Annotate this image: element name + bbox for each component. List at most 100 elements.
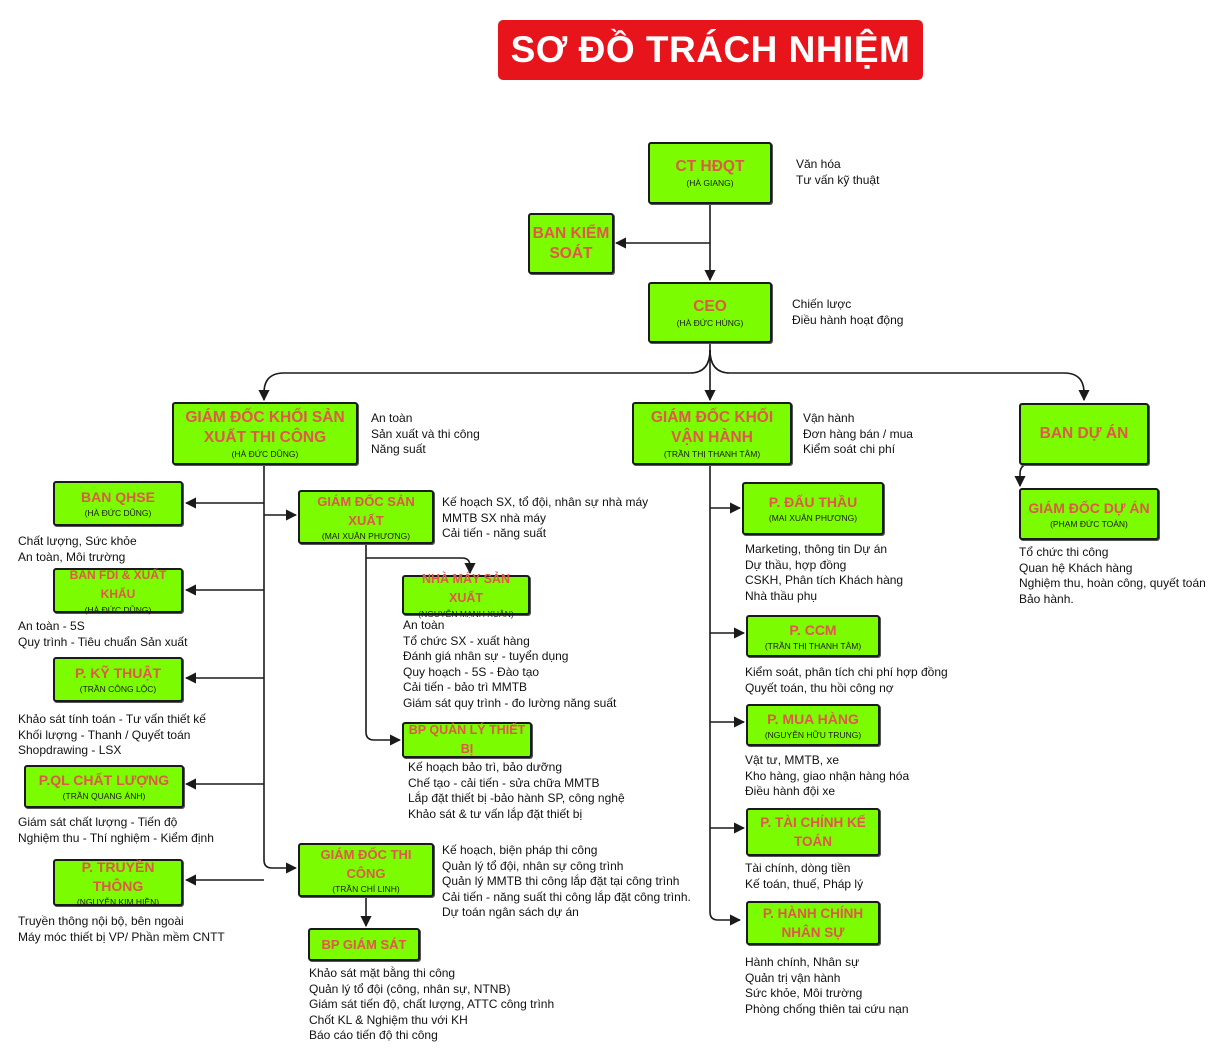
box-title: BAN DỰ ÁN bbox=[1039, 425, 1129, 442]
box-person: (NGUYỄN KIM HIỀN) bbox=[76, 896, 160, 907]
box-person: (HÀ GIANG) bbox=[686, 178, 734, 188]
note-line: Tư vấn kỹ thuật bbox=[796, 172, 880, 187]
box-bp-ql-thiet-bi[interactable]: BP QUẢN LÝ THIẾT BỊ bbox=[402, 722, 532, 758]
note-line: Kế hoạch, biện pháp thi công bbox=[442, 843, 598, 857]
note-line: Chất lượng, Sức khỏe bbox=[18, 534, 137, 548]
note-line: Kế toán, thuế, Pháp lý bbox=[745, 876, 864, 891]
note-line: Kiểm soát chi phí bbox=[803, 442, 896, 457]
note-line: Chiến lược bbox=[792, 297, 852, 311]
note-line: Quy hoạch - 5S - Đào tạo bbox=[403, 664, 540, 679]
note-line: CSKH, Phân tích Khách hàng bbox=[745, 573, 904, 588]
note-line: Chế tạo - cải tiến - sửa chữa MMTB bbox=[408, 775, 600, 790]
box-person: (PHẠM ĐỨC TOÀN) bbox=[1050, 518, 1128, 529]
note-line: Cải tiến - bảo trì MMTB bbox=[403, 680, 528, 695]
note-line: Khảo sát mặt bằng thi công bbox=[309, 966, 456, 980]
box-gd-du-an[interactable]: GIÁM ĐỐC DỰ ÁN (PHẠM ĐỨC TOÀN) bbox=[1019, 488, 1159, 540]
box-title: BP QUẢN LÝ THIẾT BỊ bbox=[408, 723, 526, 756]
notes-fdi: An toàn - 5S Quy trình - Tiêu chuẩn Sản … bbox=[18, 619, 187, 650]
notes-ccm: Kiểm soát, phân tích chi phí hợp đồng Qu… bbox=[745, 665, 948, 696]
note-line: Khối lượng - Thanh / Quyết toán bbox=[18, 727, 191, 742]
box-p-ky-thuat[interactable]: P. KỸ THUẬT (TRẦN CÔNG LỘC) bbox=[53, 657, 183, 702]
note-line: Đơn hàng bán / mua bbox=[803, 426, 913, 441]
notes-qlcl: Giám sát chất lượng - Tiến độ Nghiệm thu… bbox=[18, 815, 214, 846]
box-p-truyen-thong[interactable]: P. TRUYỀN THÔNG (NGUYỄN KIM HIỀN) bbox=[53, 858, 183, 907]
note-line: Giám sát tiến độ, chất lượng, ATTC công … bbox=[309, 997, 555, 1012]
box-title: CT HĐQT bbox=[675, 158, 745, 175]
box-title: P. TRUYỀN THÔNG bbox=[81, 858, 155, 894]
note-line: Hành chính, Nhân sự bbox=[745, 955, 860, 969]
note-line: Chốt KL & Nghiệm thu với KH bbox=[309, 1012, 468, 1027]
note-line: Quản lý tổ đội, nhân sự công trình bbox=[442, 858, 624, 873]
box-title: P. KỸ THUẬT bbox=[74, 665, 162, 681]
note-line: Cải tiến - năng suất thi công lắp đặt cô… bbox=[442, 889, 691, 904]
box-title: CEO bbox=[693, 297, 727, 315]
note-line: Đánh giá nhân sự - tuyển dụng bbox=[403, 649, 569, 664]
chart-title: SƠ ĐỒ TRÁCH NHIỆM bbox=[498, 20, 923, 80]
box-gd-khoi-vh[interactable]: GIÁM ĐỐC KHỐI VẬN HÀNH (TRẦN THỊ THANH T… bbox=[632, 402, 792, 465]
box-title: BAN QHSE bbox=[81, 489, 155, 505]
box-title: BAN KIỂM SOÁT bbox=[532, 224, 610, 262]
box-title: BAN FDI & XUẤT KHẨU bbox=[69, 567, 167, 601]
notes-nm: An toàn Tổ chức SX - xuất hàng Đánh giá … bbox=[403, 618, 616, 712]
box-title: GIÁM ĐỐC KHỐI VẬN HÀNH bbox=[650, 408, 774, 446]
box-p-mua-hang[interactable]: P. MUA HÀNG (NGUYỄN HỮU TRUNG) bbox=[746, 704, 880, 746]
note-line: Vận hành bbox=[803, 411, 855, 425]
note-line: Phòng chống thiên tai cứu nạn bbox=[745, 1001, 909, 1016]
notes-ceo: Chiến lược Điều hành hoạt động bbox=[792, 297, 903, 328]
notes-gdk-vh: Vận hành Đơn hàng bán / mua Kiểm soát ch… bbox=[803, 411, 913, 458]
box-p-ccm[interactable]: P. CCM (TRẦN THỊ THANH TÂM) bbox=[746, 615, 880, 657]
box-person: (TRẦN QUANG ÁNH) bbox=[62, 791, 146, 801]
box-person: (NGUYỄN MẠNH XUÂN) bbox=[418, 609, 514, 619]
box-p-ql-chat-luong[interactable]: P.QL CHẤT LƯỢNG (TRẦN QUANG ÁNH) bbox=[24, 765, 184, 808]
note-line: Quan hệ Khách hàng bbox=[1019, 560, 1133, 575]
box-gd-khoi-sx[interactable]: GIÁM ĐỐC KHỐI SẢN XUẤT THI CÔNG (HÀ ĐỨC … bbox=[172, 402, 358, 465]
line-ceo-sx bbox=[258, 349, 711, 402]
notes-qhse: Chất lượng, Sức khỏe An toàn, Môi trường bbox=[18, 534, 137, 565]
note-line: An toàn bbox=[371, 411, 413, 425]
box-bp-giam-sat[interactable]: BP GIÁM SÁT bbox=[308, 928, 420, 961]
box-nha-may-sx[interactable]: NHÀ MÁY SẢN XUẤT (NGUYỄN MẠNH XUÂN) bbox=[402, 572, 530, 619]
note-line: Tổ chức SX - xuất hàng bbox=[403, 633, 530, 648]
line-sx-trunk bbox=[263, 466, 298, 874]
note-line: Truyền thông nội bộ, bên ngoài bbox=[18, 914, 184, 928]
box-ban-fdi[interactable]: BAN FDI & XUẤT KHẨU (HÀ ĐỨC DŨNG) bbox=[53, 567, 183, 615]
box-title: P. CCM bbox=[789, 621, 837, 638]
note-line: Điều hành đội xe bbox=[745, 784, 836, 799]
note-line: Tổ chức thi công bbox=[1019, 545, 1109, 559]
box-title: GIÁM ĐỐC SẢN XUẤT bbox=[317, 494, 415, 528]
box-ct-hdqt[interactable]: CT HĐQT (HÀ GIANG) bbox=[648, 142, 772, 204]
box-ban-qhse[interactable]: BAN QHSE (HÀ ĐỨC DŨNG) bbox=[53, 481, 183, 526]
box-p-hanh-chinh-nhan-su[interactable]: P. HÀNH CHÍNH NHÂN SỰ bbox=[746, 901, 880, 945]
box-title: GIÁM ĐỐC THI CÔNG bbox=[320, 847, 412, 881]
note-line: An toàn, Môi trường bbox=[18, 549, 126, 564]
note-line: Quản lý MMTB thi công lắp đặt tại công t… bbox=[442, 874, 680, 889]
note-line: Bảo hành. bbox=[1019, 591, 1074, 606]
box-p-tai-chinh-ke-toan[interactable]: P. TÀI CHÍNH KẾ TOÁN bbox=[746, 808, 880, 856]
notes-tckt: Tài chính, dòng tiền Kế toán, thuế, Pháp… bbox=[745, 861, 863, 892]
note-line: Quản lý tổ đội (công, nhân sự, NTNB) bbox=[309, 981, 511, 996]
note-line: Quản trị vận hành bbox=[745, 970, 841, 985]
box-title: GIÁM ĐỐC KHỐI SẢN XUẤT THI CÔNG bbox=[185, 408, 345, 446]
box-gd-thi-cong[interactable]: GIÁM ĐỐC THI CÔNG (TRẦN CHÍ LINH) bbox=[298, 843, 434, 897]
box-person: (TRẦN THỊ THANH TÂM) bbox=[764, 640, 862, 651]
box-title: NHÀ MÁY SẢN XUẤT bbox=[422, 572, 510, 605]
note-line: Nghiệm thu, hoàn công, quyết toán bbox=[1019, 576, 1206, 591]
box-person: (MAI XUÂN PHƯƠNG) bbox=[768, 513, 858, 523]
box-ceo[interactable]: CEO (HÀ ĐỨC HÙNG) bbox=[648, 282, 772, 343]
box-p-dau-thau[interactable]: P. ĐẤU THẦU (MAI XUÂN PHƯƠNG) bbox=[742, 482, 884, 535]
note-line: Quy trình - Tiêu chuẩn Sản xuất bbox=[18, 634, 188, 649]
note-line: Dự toán ngân sách dự án bbox=[442, 905, 579, 920]
note-line: Kho hàng, giao nhận hàng hóa bbox=[745, 768, 910, 783]
note-line: Khảo sát tính toán - Tư vấn thiết kế bbox=[18, 712, 206, 726]
notes-gd-da: Tổ chức thi công Quan hệ Khách hàng Nghi… bbox=[1019, 545, 1206, 607]
note-line: Giám sát chất lượng - Tiến độ bbox=[18, 815, 178, 829]
box-person: (HÀ ĐỨC DŨNG) bbox=[84, 604, 152, 615]
box-gd-san-xuat[interactable]: GIÁM ĐỐC SẢN XUẤT (MAI XUÂN PHƯƠNG) bbox=[298, 490, 434, 544]
box-ban-du-an[interactable]: BAN DỰ ÁN bbox=[1019, 403, 1149, 465]
note-line: Khảo sát & tư vấn lắp đặt thiết bị bbox=[408, 806, 583, 821]
note-line: Lắp đặt thiết bị -bảo hành SP, công nghệ bbox=[408, 791, 625, 806]
box-ban-kiem-soat[interactable]: BAN KIỂM SOÁT bbox=[528, 213, 614, 274]
box-title: P.QL CHẤT LƯỢNG bbox=[38, 772, 170, 788]
box-person: (HÀ ĐỨC DŨNG) bbox=[231, 448, 299, 459]
line-gdsx-nm bbox=[366, 557, 476, 575]
